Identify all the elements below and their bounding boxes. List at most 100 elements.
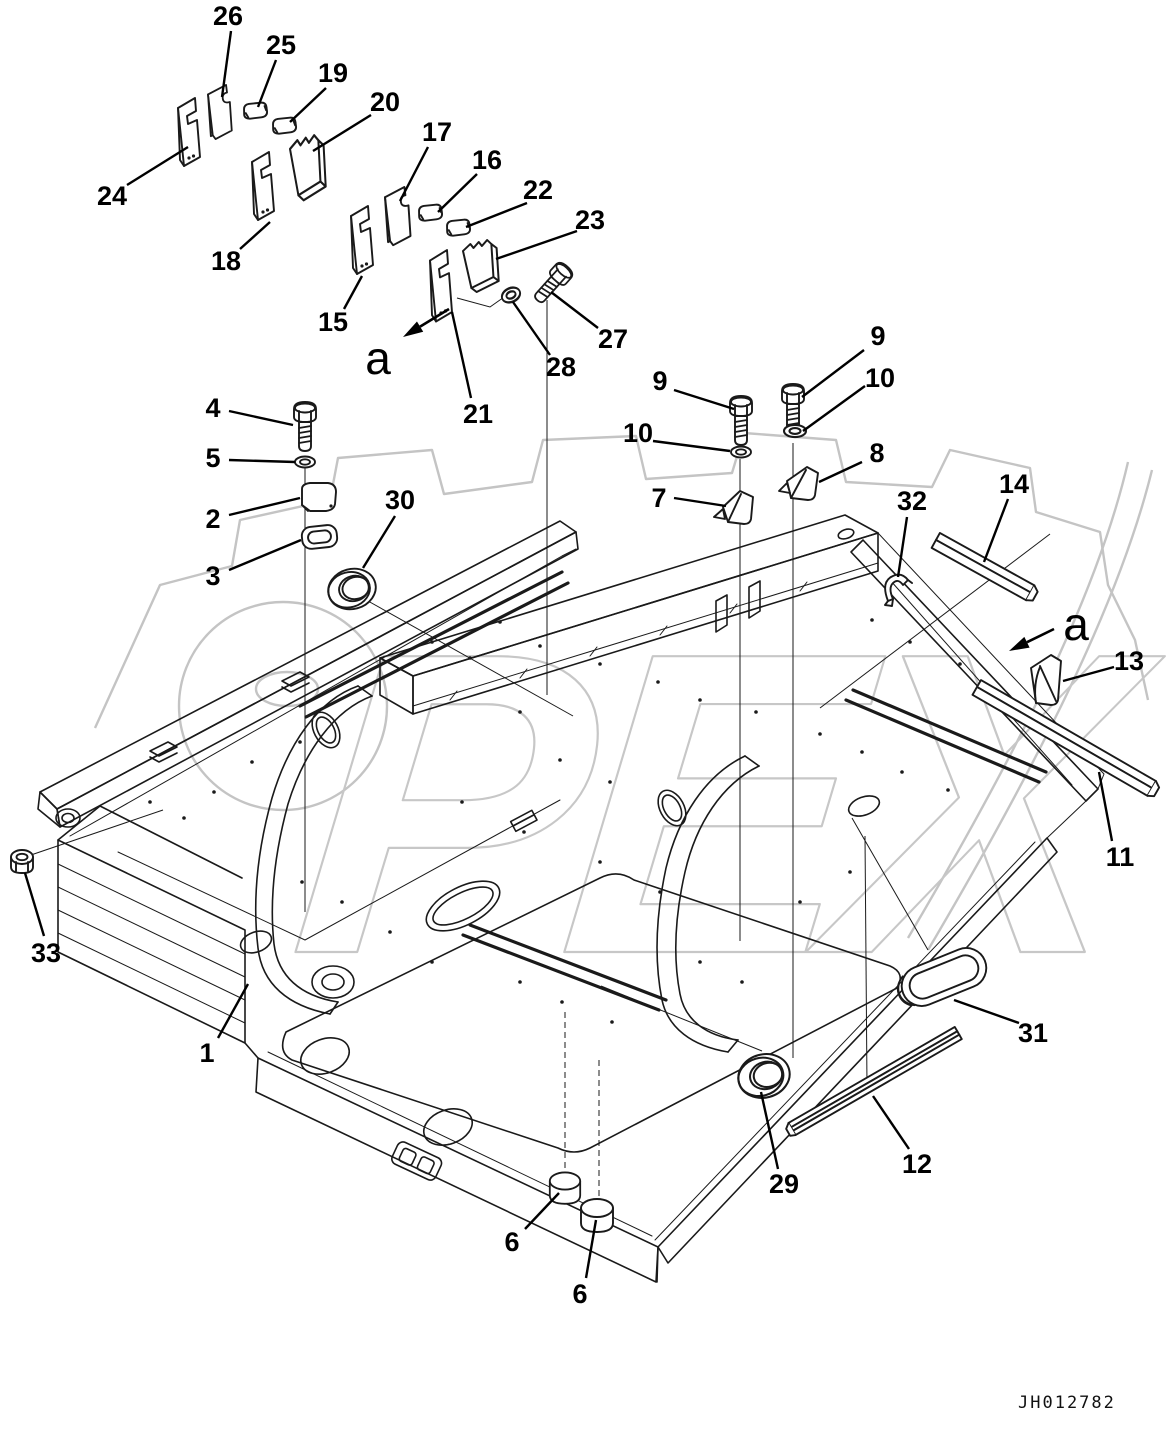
view-label: a bbox=[365, 332, 391, 384]
part-29-seal-ring bbox=[732, 1047, 796, 1105]
callout-20: 20 bbox=[312, 87, 400, 153]
callout-25: 25 bbox=[256, 30, 296, 108]
leader-line bbox=[228, 458, 296, 464]
part-number-label: 6 bbox=[572, 1279, 587, 1309]
callout-9: 9 bbox=[801, 321, 886, 398]
part-number-label: 8 bbox=[869, 438, 884, 468]
callout-9: 9 bbox=[652, 366, 735, 411]
part-number-label: 15 bbox=[318, 307, 348, 337]
watermark-o-ring bbox=[177, 600, 389, 812]
callout-2: 2 bbox=[205, 496, 301, 534]
part-14-bar bbox=[930, 532, 1039, 602]
leader-line bbox=[228, 538, 302, 572]
leader-line bbox=[652, 439, 731, 453]
part-33-nut bbox=[10, 849, 34, 874]
leader-line bbox=[495, 229, 578, 261]
view-arrow-head bbox=[1009, 636, 1030, 651]
callout-32: 32 bbox=[896, 486, 927, 578]
front-right-edge bbox=[657, 837, 1058, 1264]
callout-30: 30 bbox=[361, 485, 415, 569]
part-10-washer bbox=[782, 423, 808, 439]
leader-line bbox=[802, 385, 866, 432]
part-number-label: 19 bbox=[318, 58, 348, 88]
leader-line bbox=[896, 516, 909, 578]
part-number-label: 3 bbox=[205, 561, 220, 591]
part-6-cap bbox=[580, 1198, 614, 1233]
drawing-number: JH012782 bbox=[1018, 1393, 1116, 1413]
callout-16: 16 bbox=[437, 145, 502, 213]
leader-line bbox=[228, 496, 301, 517]
part-number-label: 25 bbox=[266, 30, 296, 60]
part-number-label: 16 bbox=[472, 145, 502, 175]
view-arrow-layer: aa bbox=[365, 307, 1089, 651]
part-number-label: 17 bbox=[422, 117, 452, 147]
callout-4: 4 bbox=[205, 393, 294, 427]
callout-14: 14 bbox=[982, 469, 1029, 563]
leader-line bbox=[342, 275, 364, 310]
part-5-washer bbox=[294, 455, 316, 469]
view-arrow-line bbox=[419, 307, 450, 328]
part-number-label: 20 bbox=[370, 87, 400, 117]
leader-line bbox=[550, 291, 599, 329]
part-32-clip bbox=[884, 573, 913, 607]
leader-line bbox=[398, 146, 430, 202]
callout-layer: 2625192017162223241815272821452330910910… bbox=[23, 1, 1144, 1309]
callout-5: 5 bbox=[205, 443, 296, 473]
leader-line bbox=[361, 515, 397, 569]
callout-10: 10 bbox=[802, 363, 895, 432]
view-label: a bbox=[1063, 598, 1089, 650]
callout-18: 18 bbox=[211, 221, 271, 276]
part-8-wedge bbox=[778, 466, 819, 501]
callout-27: 27 bbox=[550, 291, 628, 354]
leader-line bbox=[1097, 771, 1114, 842]
assembly-line bbox=[27, 809, 164, 857]
part-18-shim-plate bbox=[251, 151, 275, 221]
callout-11: 11 bbox=[1097, 771, 1134, 872]
part-11-bar bbox=[971, 679, 1161, 798]
part-number-label: 32 bbox=[897, 486, 927, 516]
leader-line bbox=[239, 221, 271, 250]
callout-1: 1 bbox=[199, 983, 250, 1068]
part-number-label: 21 bbox=[463, 399, 493, 429]
part-24-shim-plate bbox=[177, 97, 201, 167]
leader-line bbox=[801, 349, 865, 398]
callout-33: 33 bbox=[23, 872, 61, 968]
boom-mount-arm-right bbox=[656, 755, 760, 1053]
view-arrow-head bbox=[403, 321, 424, 337]
frame-hole-dots bbox=[148, 618, 962, 1024]
leader-line bbox=[437, 173, 478, 213]
leader-line bbox=[256, 59, 278, 108]
leader-line bbox=[673, 496, 727, 508]
part-number-label: 9 bbox=[870, 321, 885, 351]
watermark-letters: PEX bbox=[278, 564, 1166, 1044]
part-25-block bbox=[242, 99, 269, 122]
leader-line bbox=[673, 388, 735, 411]
assembly-line bbox=[851, 817, 929, 951]
callout-26: 26 bbox=[213, 1, 243, 98]
leader-line bbox=[524, 1192, 560, 1230]
leader-line bbox=[220, 30, 233, 98]
part-number-label: 2 bbox=[205, 504, 220, 534]
leader-line bbox=[872, 1095, 910, 1150]
callout-22: 22 bbox=[465, 175, 553, 229]
view-arrow-line bbox=[1026, 627, 1055, 644]
callout-10: 10 bbox=[623, 418, 731, 453]
assembly-line bbox=[819, 533, 1051, 709]
part-16-block bbox=[417, 201, 444, 224]
assembly-line bbox=[864, 835, 868, 1087]
front-grille bbox=[391, 1141, 443, 1181]
part-9-bolt bbox=[729, 395, 753, 446]
callout-6: 6 bbox=[572, 1219, 598, 1309]
leader-line bbox=[512, 301, 551, 356]
part-7-wedge bbox=[713, 490, 754, 525]
callout-24: 24 bbox=[97, 145, 189, 211]
leader-line bbox=[228, 409, 294, 427]
boom-mount-arm-left bbox=[254, 685, 373, 1015]
part-number-label: 31 bbox=[1018, 1018, 1048, 1048]
leader-line bbox=[1062, 665, 1115, 683]
part-number-label: 27 bbox=[598, 324, 628, 354]
part-number-label: 12 bbox=[902, 1149, 932, 1179]
part-number-label: 10 bbox=[623, 418, 653, 448]
